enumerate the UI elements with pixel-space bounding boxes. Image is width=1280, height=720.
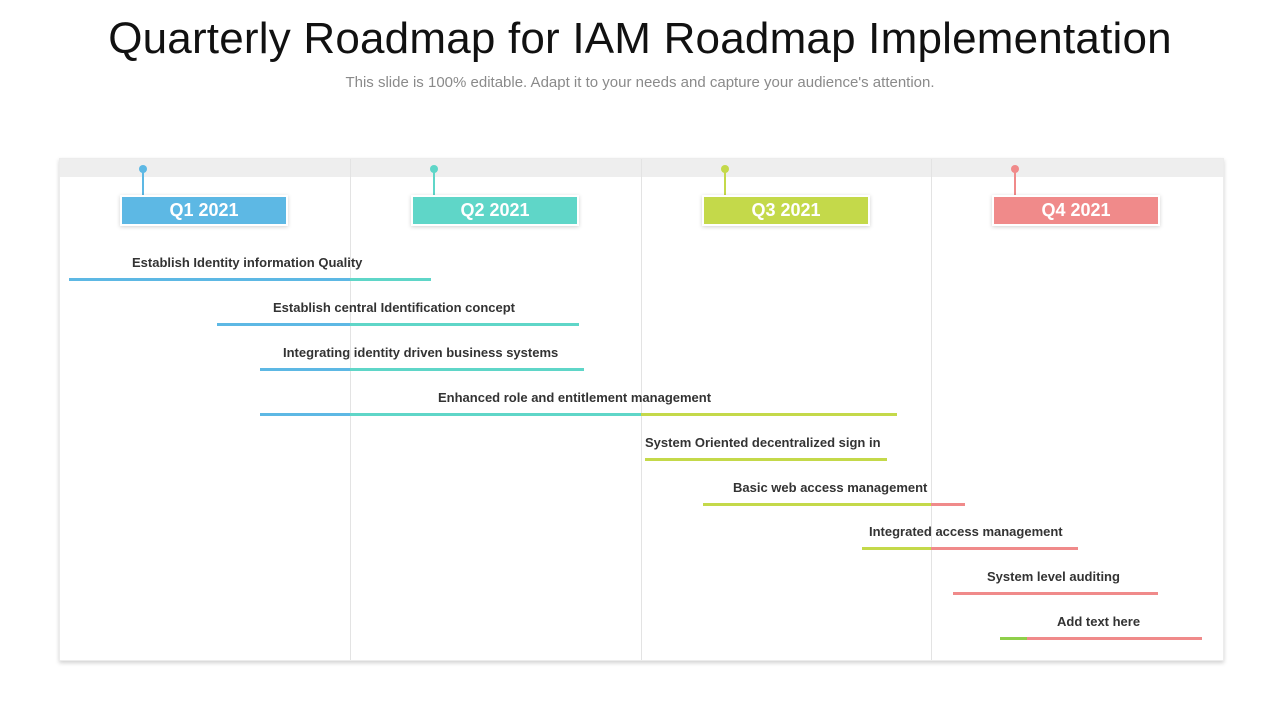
task-label: System level auditing: [987, 569, 1120, 584]
quarter-divider: [641, 159, 642, 660]
task-bar: [953, 592, 1158, 595]
task-label: Enhanced role and entitlement management: [438, 390, 712, 405]
slide-title: Quarterly Roadmap for IAM Roadmap Implem…: [108, 14, 1172, 63]
q3-label: Q3 2021: [704, 197, 868, 224]
task-bar: [260, 368, 584, 371]
slide-subtitle: This slide is 100% editable. Adapt it to…: [345, 74, 935, 91]
q3-pin-line: [724, 169, 726, 197]
task-label: Add text here: [1057, 614, 1141, 629]
quarter-divider: [931, 159, 932, 660]
task-label: Establish central Identification concept: [273, 300, 515, 315]
task-bar: [645, 458, 887, 461]
q1-label: Q1 2021: [122, 197, 286, 224]
task-label: Establish Identity information Quality: [132, 255, 363, 270]
task-label: System Oriented decentralized sign in: [645, 435, 881, 450]
task-bar: [260, 413, 897, 416]
task-bar: [862, 547, 1078, 550]
q4-pin-line: [1014, 169, 1016, 197]
task-label: Basic web access management: [733, 480, 928, 495]
task-label: Integrating identity driven business sys…: [283, 345, 559, 360]
task-bar: [703, 503, 965, 506]
task-bar: [217, 323, 579, 326]
roadmap-board: Q1 2021 Q2 2021 Q3 2021 Q4 2021 Establis…: [59, 158, 1224, 661]
task-bar: [69, 278, 431, 281]
task-label: Integrated access management: [869, 524, 1063, 539]
q2-label: Q2 2021: [413, 197, 577, 224]
task-bar: [1000, 637, 1202, 640]
q2-pin-line: [433, 169, 435, 197]
q1-pin-line: [142, 169, 144, 197]
quarter-divider: [350, 159, 351, 660]
q4-label: Q4 2021: [994, 197, 1158, 224]
